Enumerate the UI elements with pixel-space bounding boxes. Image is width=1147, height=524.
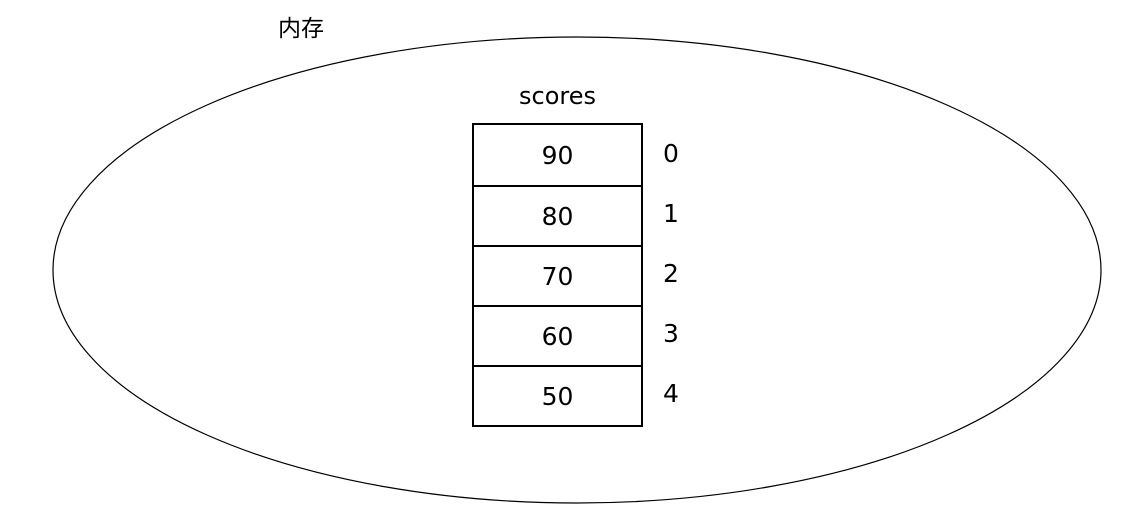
array-cell: 70: [474, 245, 641, 305]
array-cell: 60: [474, 305, 641, 365]
array-cell: 80: [474, 185, 641, 245]
array-cell: 90: [541, 140, 574, 170]
array-index: 4: [663, 378, 679, 408]
array-index: 3: [663, 318, 679, 348]
array-name-label: scores: [519, 82, 596, 110]
array-box: 90 80 70 60 50: [472, 123, 643, 427]
index-column: 0 1 2 3 4: [663, 123, 703, 423]
array-index: 2: [663, 258, 679, 288]
array-cell: 50: [474, 365, 641, 425]
memory-label: 内存: [278, 16, 324, 42]
array-index: 1: [663, 198, 679, 228]
array-index: 0: [663, 138, 679, 168]
